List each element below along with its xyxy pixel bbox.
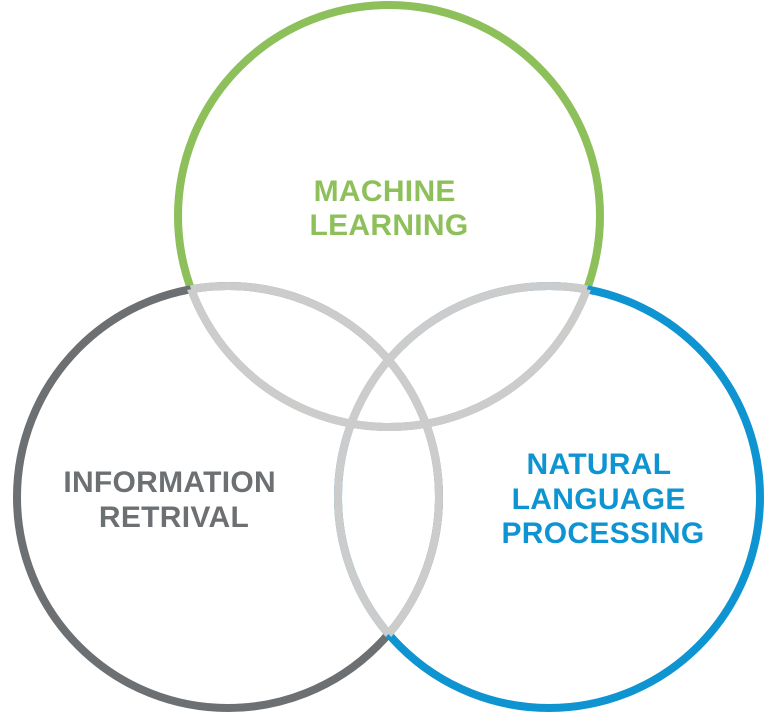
overlap-arcs	[174, 282, 604, 708]
machine-learning-label-line: MACHINE	[314, 175, 456, 208]
machine-learning-label: MACHINE LEARNING	[309, 175, 468, 242]
nlp-arc-in-ml	[334, 282, 600, 427]
ir-arc-in-ml	[178, 282, 443, 427]
information-retrival-label: INFORMATION RETRIVAL	[63, 466, 284, 534]
nlp-arc-in-ir	[334, 286, 439, 708]
ir-arc-in-nlp	[338, 286, 443, 708]
natural-language-processing-label: NATURAL LANGUAGE PROCESSING	[501, 448, 704, 550]
natural-language-processing-label-line: NATURAL	[527, 448, 671, 481]
information-retrival-label-line: INFORMATION	[63, 466, 276, 499]
ml-arc-in-nlp	[338, 286, 604, 431]
information-retrival-label-line: RETRIVAL	[99, 501, 249, 534]
natural-language-processing-label-line: PROCESSING	[501, 517, 704, 550]
machine-learning-label-line: LEARNING	[309, 209, 468, 242]
natural-language-processing-label-line: LANGUAGE	[512, 483, 686, 516]
